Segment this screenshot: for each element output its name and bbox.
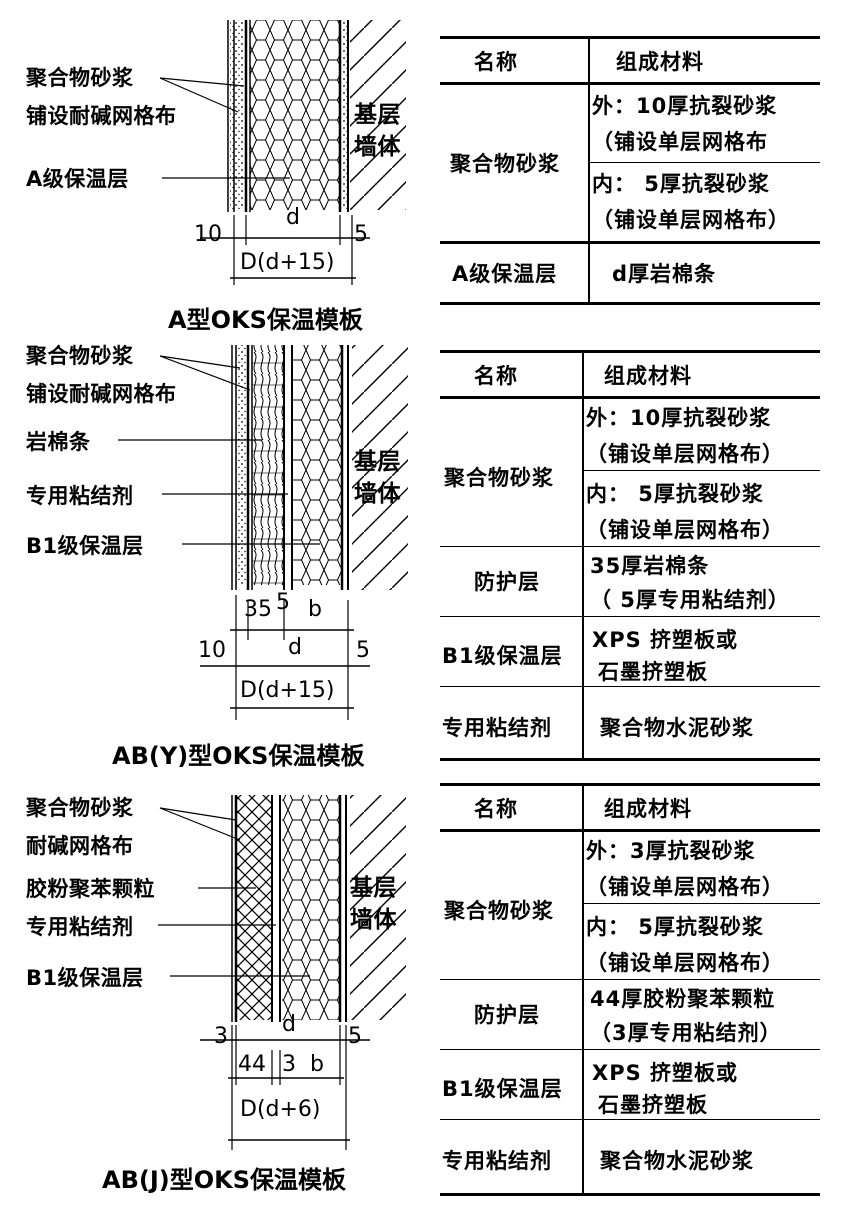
row-material: 外：10厚抗裂砂浆: [586, 406, 772, 430]
label-polymer-mortar: 聚合物砂浆: [26, 66, 134, 90]
row-name: 聚合物砂浆: [450, 152, 560, 176]
row-material: 石墨挤塑板: [598, 660, 708, 684]
dim-bot-c: b: [310, 1052, 324, 1077]
table-header-name: 名称: [474, 797, 518, 821]
label-base-wall-1: 基层: [350, 875, 397, 901]
dim-top-a: 35: [244, 597, 272, 622]
label-base-wall-1: 基层: [354, 102, 401, 128]
table-aby: 名称 组成材料 聚合物砂浆 外：10厚抗裂砂浆 （铺设单层网格布） 内： 5厚抗…: [440, 350, 820, 762]
row-material: （铺设单层网格布）: [592, 208, 790, 232]
row-name: 专用粘结剂: [442, 716, 552, 740]
label-adhesive: 专用粘结剂: [26, 484, 134, 508]
row-material: 外：3厚抗裂砂浆: [586, 839, 756, 863]
row-name: 聚合物砂浆: [444, 466, 554, 490]
row-name: 防护层: [474, 1003, 540, 1027]
label-base-wall-2: 墙体: [350, 907, 397, 933]
dim-left: 3: [214, 1024, 228, 1049]
dim-mid: d: [286, 205, 300, 230]
row-material: （铺设单层网格布）: [586, 951, 784, 975]
label-adhesive: 专用粘结剂: [26, 915, 134, 939]
label-polymer-mortar: 聚合物砂浆: [26, 796, 134, 820]
row-material: （铺设单层网格布: [592, 130, 768, 154]
row-name: B1级保温层: [442, 1077, 563, 1101]
row-material: 聚合物水泥砂浆: [600, 1149, 754, 1173]
panel-title: AB(Y)型OKS保温模板: [112, 742, 365, 770]
row-material: 外：10厚抗裂砂浆: [592, 94, 778, 118]
dim-total: D(d+6): [240, 1097, 321, 1122]
row-material: （铺设单层网格布）: [586, 442, 784, 466]
label-a-insulation: A级保温层: [26, 167, 129, 191]
table-header-materials: 组成材料: [616, 50, 704, 74]
label-b1-insulation: B1级保温层: [26, 966, 144, 990]
dim-right: 5: [356, 638, 370, 663]
dim-top-b: 5: [276, 590, 290, 615]
row-name: B1级保温层: [442, 644, 563, 668]
label-base-wall-2: 墙体: [354, 481, 401, 507]
label-mesh: 铺设耐碱网格布: [26, 382, 177, 406]
table-header-materials: 组成材料: [604, 797, 692, 821]
dim-left: 10: [198, 638, 226, 663]
row-material: XPS 挤塑板或: [592, 628, 739, 652]
dim-right: 5: [348, 1024, 362, 1049]
table-a: 名称 组成材料 聚合物砂浆 外：10厚抗裂砂浆 （铺设单层网格布 内： 5厚抗裂…: [440, 36, 820, 305]
table-header-name: 名称: [474, 364, 518, 388]
label-polymer-mortar: 聚合物砂浆: [26, 344, 134, 368]
row-material: （铺设单层网格布）: [586, 875, 784, 899]
table-header-name: 名称: [474, 50, 518, 74]
dim-mid: d: [282, 1012, 296, 1037]
row-name: 防护层: [474, 570, 540, 594]
row-material: 聚合物水泥砂浆: [600, 716, 754, 740]
label-eps-granule: 胶粉聚苯颗粒: [26, 877, 155, 901]
row-material: （ 5厚专用粘结剂）: [590, 588, 790, 612]
row-material: 内： 5厚抗裂砂浆: [592, 172, 770, 196]
label-b1-insulation: B1级保温层: [26, 534, 144, 558]
row-material: 石墨挤塑板: [598, 1093, 708, 1117]
row-material: 内： 5厚抗裂砂浆: [586, 915, 764, 939]
dim-top-c: b: [308, 597, 322, 622]
label-base-wall-1: 基层: [354, 449, 401, 475]
dim-right: 5: [354, 222, 368, 247]
label-rockwool-strip: 岩棉条: [26, 430, 91, 454]
label-mesh: 铺设耐碱网格布: [26, 104, 177, 128]
dim-total: D(d+15): [240, 678, 335, 703]
label-mesh: 耐碱网格布: [26, 834, 134, 858]
row-material: （铺设单层网格布）: [586, 518, 784, 542]
row-material: 35厚岩棉条: [590, 554, 710, 578]
row-material: 内： 5厚抗裂砂浆: [586, 482, 764, 506]
row-material: XPS 挤塑板或: [592, 1061, 739, 1085]
panel-title: A型OKS保温模板: [168, 306, 363, 334]
table-header-materials: 组成材料: [604, 364, 692, 388]
dim-mid: d: [288, 635, 302, 660]
dim-total: D(d+15): [240, 250, 335, 275]
row-material: d厚岩棉条: [612, 262, 717, 286]
panel-a-section: [159, 20, 406, 285]
dim-bot-b: 3: [282, 1052, 296, 1077]
row-name: A级保温层: [452, 262, 558, 286]
row-name: 聚合物砂浆: [444, 899, 554, 923]
label-base-wall-2: 墙体: [354, 134, 401, 160]
dim-left: 10: [194, 222, 222, 247]
panel-title: AB(J)型OKS保温模板: [102, 1166, 347, 1194]
table-abj: 名称 组成材料 聚合物砂浆 外：3厚抗裂砂浆 （铺设单层网格布） 内： 5厚抗裂…: [440, 783, 820, 1196]
panel-abj-section: [158, 795, 406, 1150]
dim-bot-a: 44: [238, 1052, 266, 1077]
row-material: 44厚胶粉聚苯颗粒: [590, 987, 776, 1011]
row-material: （3厚专用粘结剂）: [590, 1021, 782, 1045]
panel-aby-section: [118, 345, 408, 720]
row-name: 专用粘结剂: [442, 1149, 552, 1173]
